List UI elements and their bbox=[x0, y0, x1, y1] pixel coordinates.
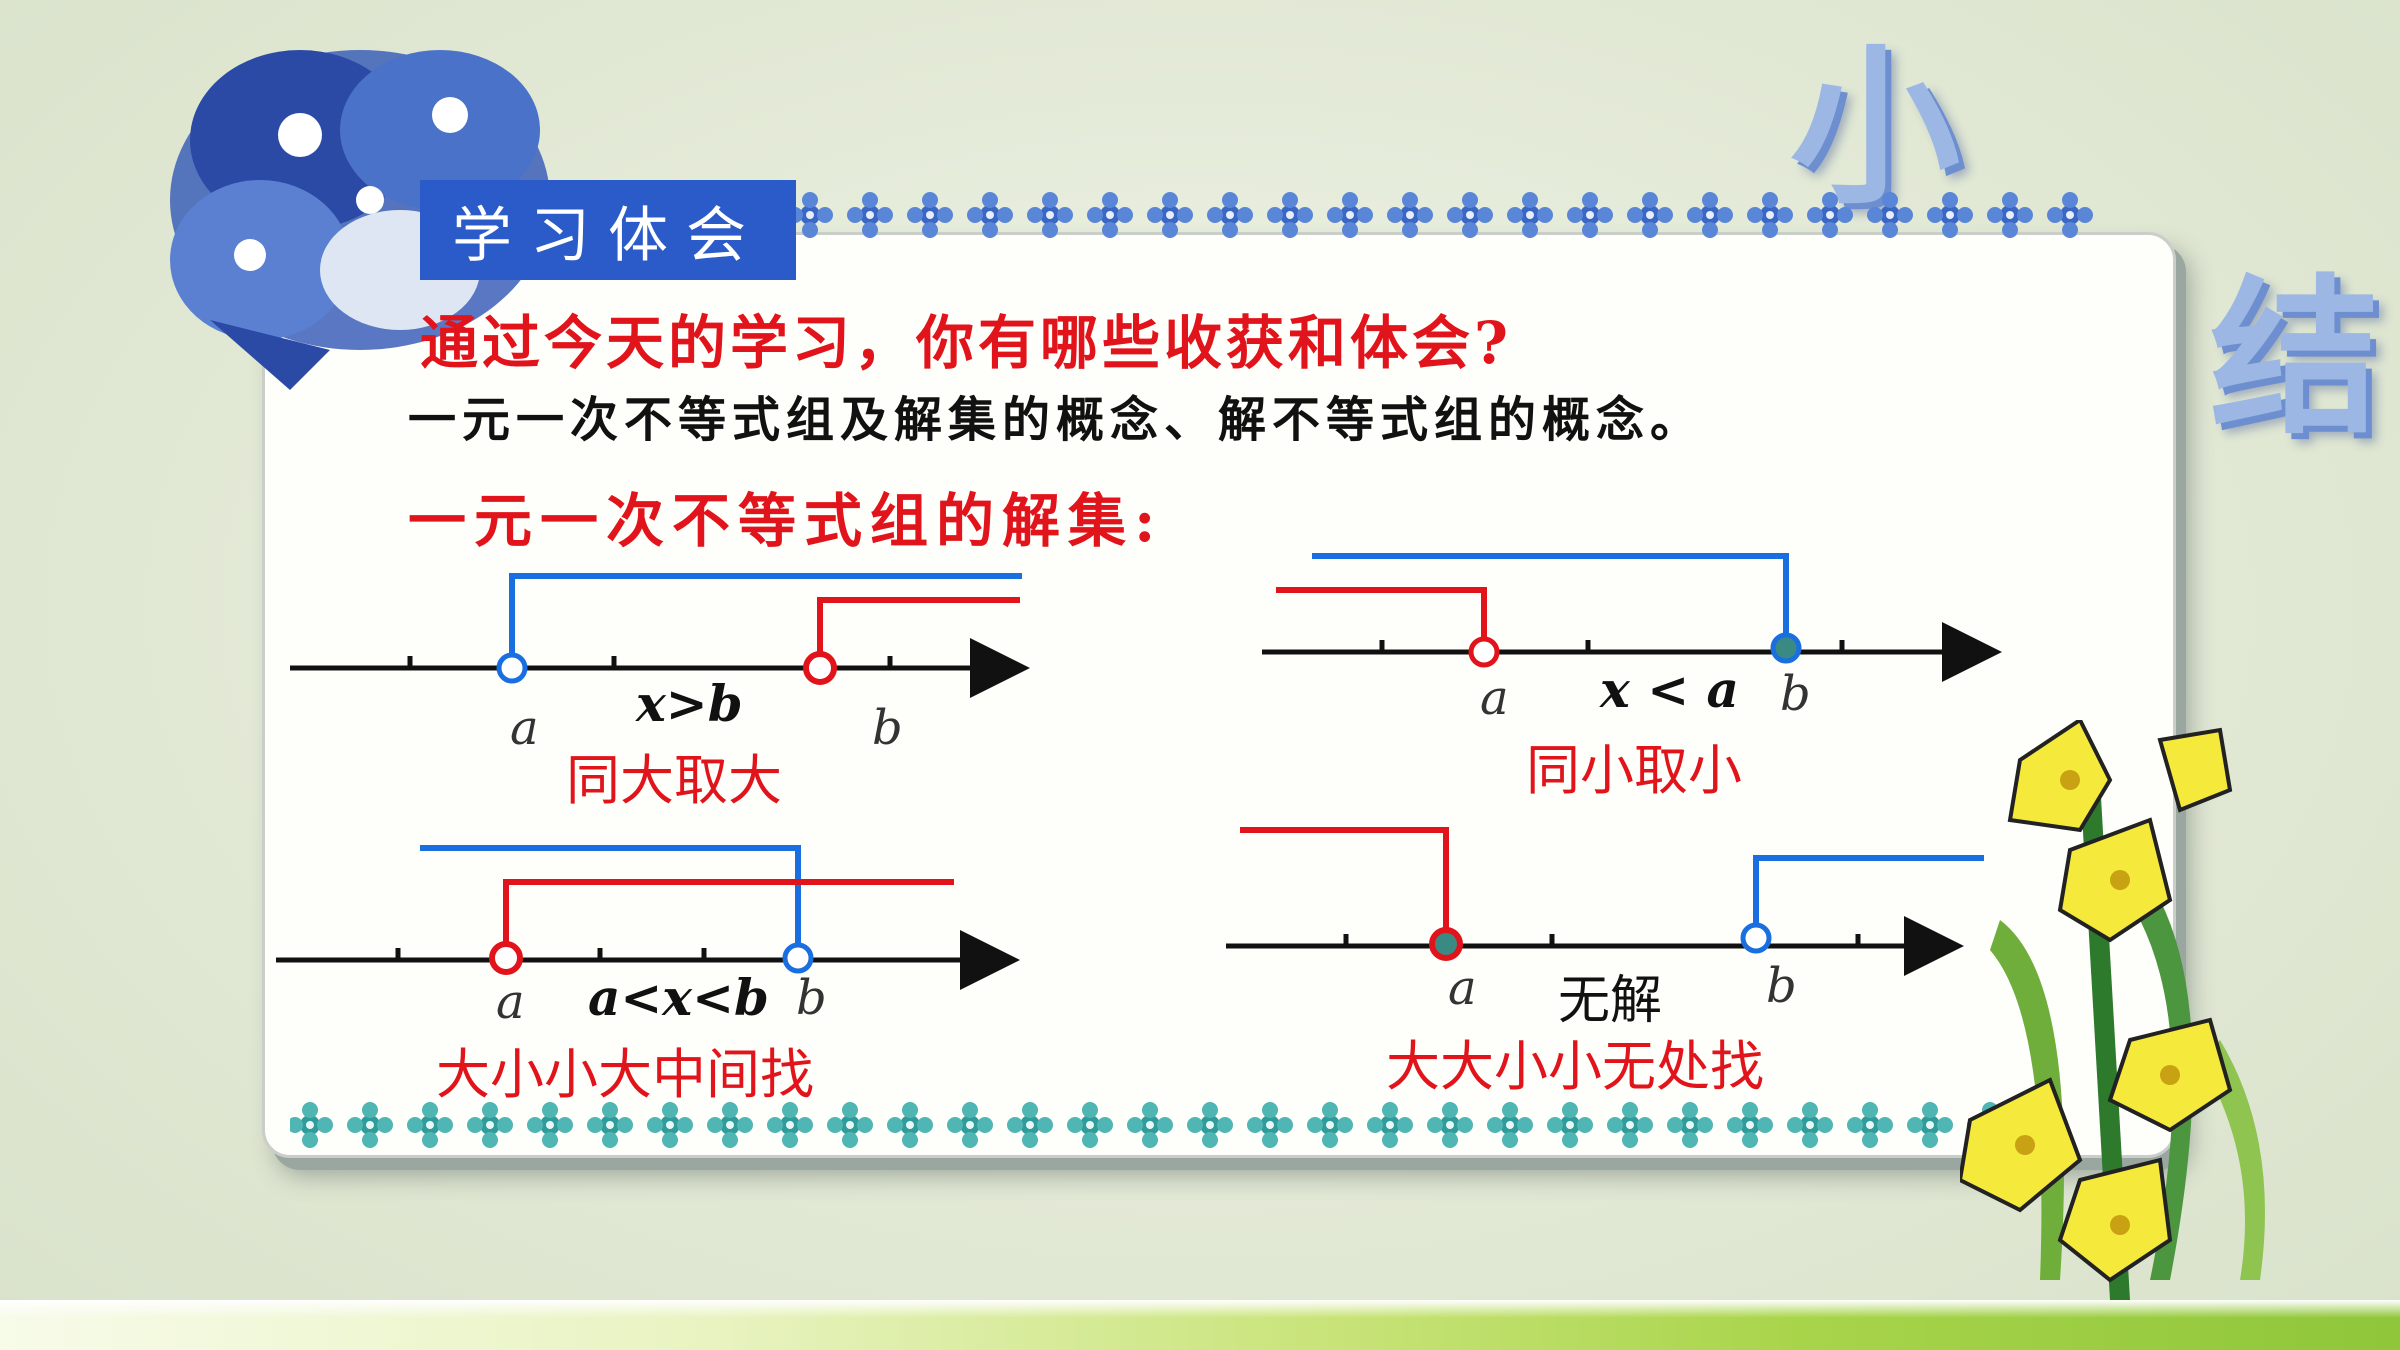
d2-rule: 同小取小 bbox=[1526, 739, 1742, 802]
content-frame bbox=[262, 232, 2176, 1158]
question-text: 通过今天的学习，你有哪些收获和体会? bbox=[420, 309, 1512, 377]
d1-label-a: a bbox=[510, 700, 539, 756]
d2-label-b: b bbox=[1780, 666, 1811, 722]
bottom-green-band bbox=[0, 1300, 2400, 1350]
d2-inequality: x < a bbox=[1600, 660, 1739, 719]
corner-char-small: 小 bbox=[1790, 28, 1961, 228]
subheading-text: 一元一次不等式组的解集: bbox=[408, 487, 1164, 555]
d1-inequality: x>b bbox=[636, 674, 743, 733]
d4-label-a: a bbox=[1448, 960, 1477, 1016]
blue-flower-cluster bbox=[170, 50, 570, 390]
diagram-greater-both bbox=[290, 573, 1030, 698]
d3-label-b: b bbox=[796, 970, 827, 1026]
d3-rule: 大小小大中间找 bbox=[436, 1043, 814, 1106]
summary-text: 一元一次不等式组及解集的概念、解不等式组的概念。 bbox=[408, 392, 1705, 448]
diagram-no-solution bbox=[1226, 827, 1984, 976]
d2-label-a: a bbox=[1480, 670, 1509, 726]
d4-no-solution: 无解 bbox=[1558, 971, 1663, 1031]
corner-char-summary: 结 bbox=[2210, 258, 2381, 458]
d3-label-a: a bbox=[496, 974, 525, 1030]
d1-rule: 同大取大 bbox=[566, 749, 782, 812]
yellow-flowers bbox=[1960, 720, 2265, 1300]
d3-inequality: a<x<b bbox=[588, 968, 769, 1027]
d4-rule: 大大小小无处找 bbox=[1386, 1035, 1764, 1098]
section-title: 学习体会 bbox=[420, 180, 796, 280]
d4-label-b: b bbox=[1766, 958, 1797, 1014]
diagram-between bbox=[276, 845, 1020, 990]
diagram-less-both bbox=[1262, 553, 2002, 682]
d1-label-b: b bbox=[872, 700, 903, 756]
